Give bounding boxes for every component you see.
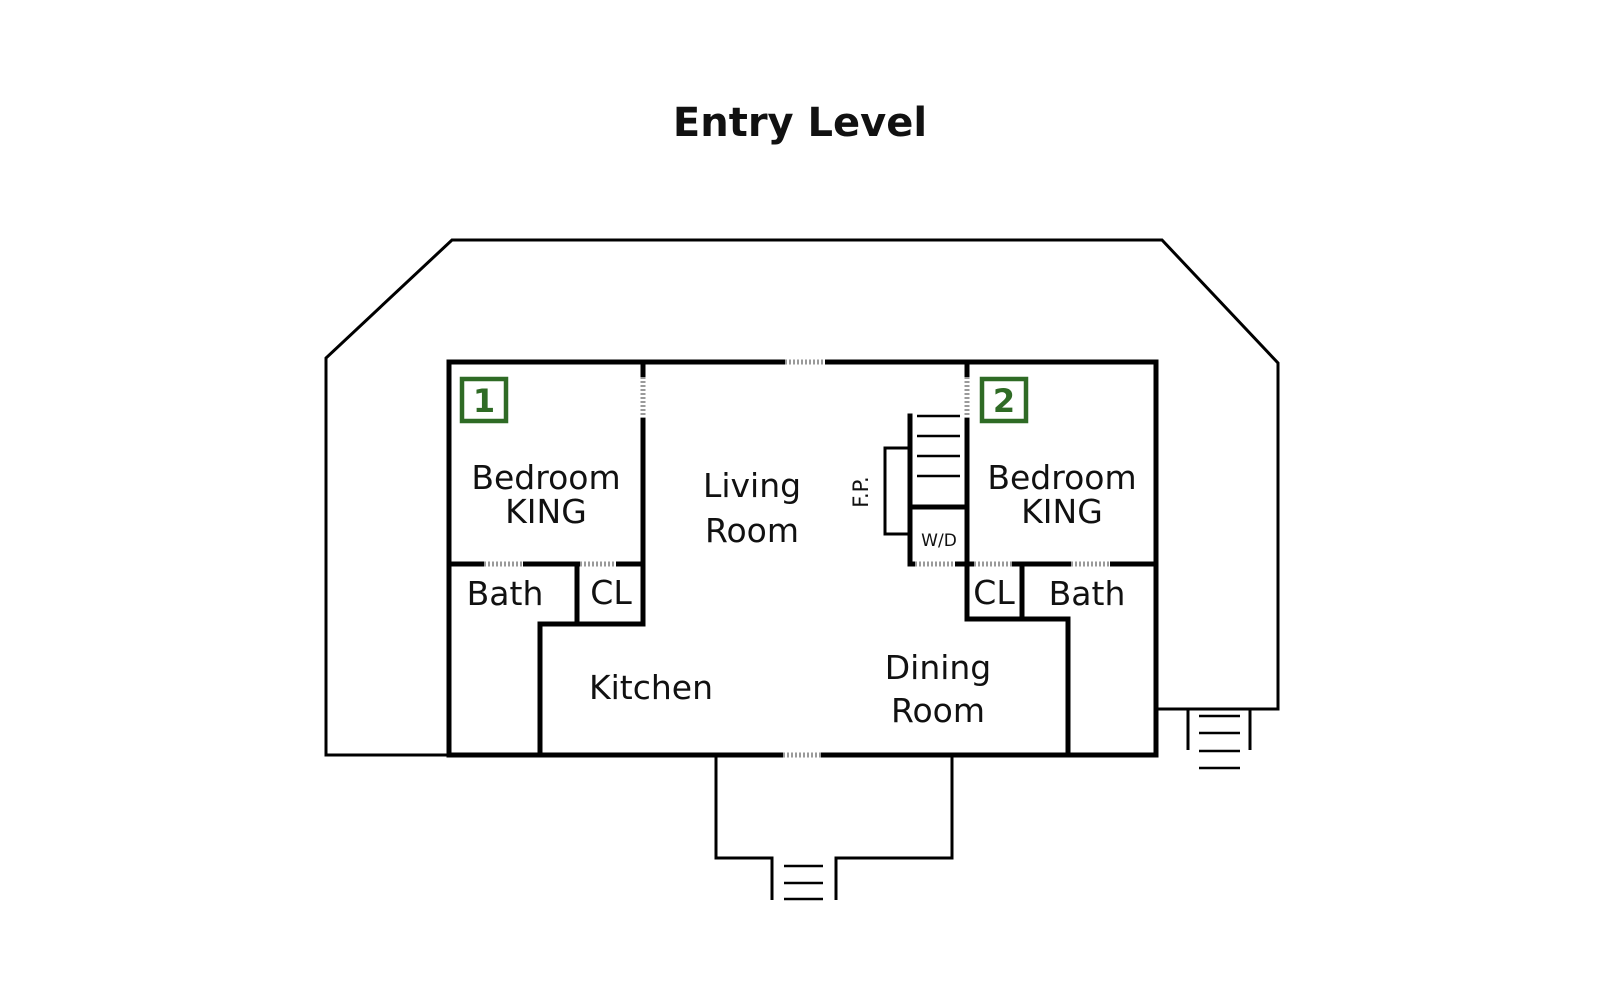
side-deck-steps: [1156, 707, 1278, 750]
closet-right-label: CL: [973, 573, 1015, 612]
front-porch: [714, 755, 954, 900]
door-openings: [484, 358, 1110, 759]
fireplace: [883, 446, 912, 536]
bedroom-1-badge-box: [459, 376, 509, 424]
side-deck-stairs: [1199, 714, 1240, 770]
living-room-label-line1: Living: [703, 466, 801, 505]
living-room-label-line2: Room: [705, 511, 799, 550]
dining-room-label-line1: Dining: [885, 648, 992, 687]
bedroom-2-badge-number: 2: [993, 382, 1015, 420]
bedroom-1-label: Bedroom: [471, 458, 620, 497]
bath-right-label: Bath: [1049, 574, 1126, 613]
bedroom-2-bed-label: KING: [1021, 492, 1103, 531]
bedroom-2-label: Bedroom: [987, 458, 1136, 497]
bedroom-2-badge-box: [979, 376, 1029, 424]
washer-dryer-label: W/D: [921, 531, 957, 551]
dining-room-label-line2: Room: [891, 691, 985, 730]
interior-walls: [446, 359, 1159, 758]
exterior-walls: [446, 359, 1159, 758]
interior-stairs: [917, 414, 960, 478]
fireplace-label: F.P.: [849, 476, 873, 507]
bath-left-label: Bath: [467, 574, 544, 613]
bedroom-1-bed-label: KING: [505, 492, 587, 531]
kitchen-label: Kitchen: [589, 668, 713, 707]
bedroom-1-badge-number: 1: [473, 382, 495, 420]
front-porch-stairs: [784, 864, 823, 901]
floor-title: Entry Level: [673, 100, 927, 146]
closet-left-label: CL: [590, 573, 632, 612]
deck-outline: [324, 238, 1280, 757]
